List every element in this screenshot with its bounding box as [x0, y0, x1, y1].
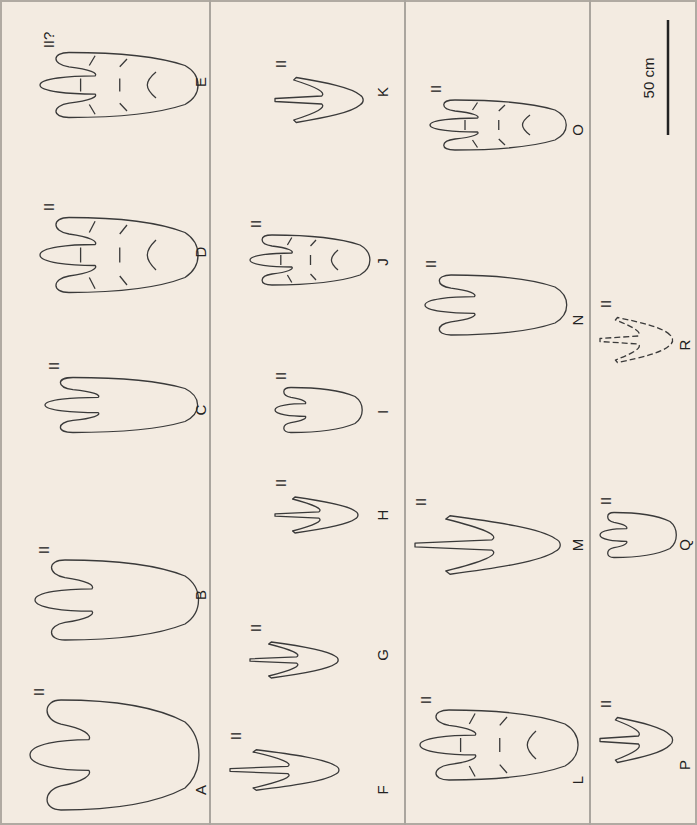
digit-label: II — [46, 362, 61, 370]
digit-label: II — [413, 498, 428, 506]
digit-label: II — [248, 220, 263, 228]
specimen-letter: L — [570, 776, 585, 784]
specimen-letter: Q — [677, 539, 692, 551]
digit-label: II — [423, 260, 438, 268]
digit-label: II? — [41, 32, 56, 49]
digit-label: II — [228, 732, 243, 740]
specimen-letter: H — [375, 510, 390, 521]
specimen-letter: C — [193, 405, 208, 416]
specimen-letter: E — [193, 77, 208, 87]
specimen-letter: N — [570, 315, 585, 326]
digit-label: II — [273, 60, 288, 68]
scale-bar — [667, 20, 670, 135]
digit-label: II — [36, 546, 51, 554]
digit-label: II — [273, 372, 288, 380]
specimen-letter: I — [375, 410, 390, 414]
specimen-letter: J — [375, 258, 390, 266]
digit-label: II — [598, 300, 613, 308]
specimen-letter: K — [375, 87, 390, 97]
specimen-letter: F — [375, 785, 390, 794]
specimen-letter: A — [193, 785, 208, 795]
digit-label: II — [428, 85, 443, 93]
specimen-letter: G — [375, 649, 390, 661]
digit-label: II — [598, 700, 613, 708]
digit-label: II — [418, 696, 433, 704]
digit-label: II — [248, 624, 263, 632]
digit-label: II — [31, 688, 46, 696]
specimen-letter: M — [570, 539, 585, 552]
specimen-letter: B — [193, 590, 208, 600]
digit-label: II — [273, 479, 288, 487]
specimen-letter: R — [677, 340, 692, 351]
specimen-letter: O — [570, 124, 585, 136]
specimen-letter: P — [677, 760, 692, 770]
scale-label: 50 cm — [641, 58, 656, 99]
specimen-letter: D — [193, 247, 208, 258]
digit-label: II — [41, 203, 56, 211]
digit-label: II — [598, 497, 613, 505]
